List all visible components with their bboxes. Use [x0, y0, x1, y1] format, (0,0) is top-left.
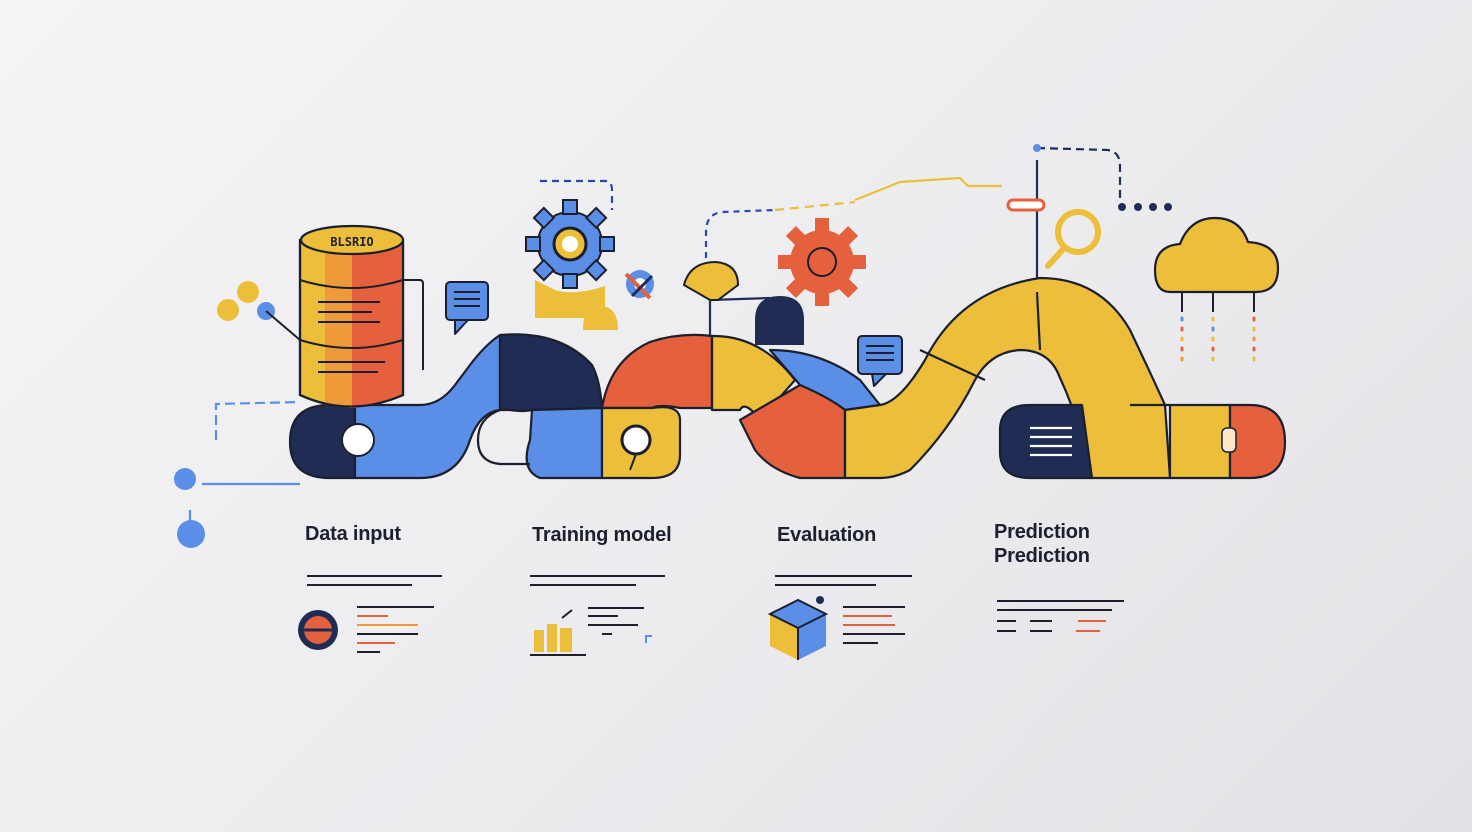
- connector-dots: [174, 144, 1172, 548]
- yellow-dome: [583, 306, 618, 330]
- stage-1-detail: [298, 575, 442, 653]
- stage-3-detail: [767, 575, 912, 660]
- stage-4-detail: [997, 600, 1124, 632]
- stage-label-training-model: Training model: [532, 524, 672, 546]
- tools-icon: [624, 270, 654, 300]
- stage-label-evaluation: Evaluation: [777, 524, 877, 546]
- database-barrel-icon: BLSRIO: [298, 224, 424, 408]
- stage-label-prediction-line-1: Prediction: [994, 521, 1090, 543]
- pipe-end-slot: [1221, 427, 1237, 453]
- red-gear-icon: [778, 218, 866, 306]
- document-lines-icon: [1030, 426, 1072, 457]
- magnifier-icon: [1045, 209, 1101, 269]
- cloud-icon: [1153, 216, 1280, 362]
- cube-icon: [767, 596, 829, 660]
- navy-dome-icon: [755, 296, 804, 345]
- chat-bubble-icon-2: [857, 335, 903, 387]
- chat-bubble-icon: [445, 281, 489, 335]
- pipeline-pipe: [288, 276, 1287, 480]
- yellow-pin-icon: [682, 260, 740, 301]
- stage-2-detail: [530, 575, 665, 656]
- stage-label-data-input: Data input: [305, 523, 401, 545]
- pill-icon: [1006, 198, 1046, 212]
- stage-label-prediction-line-2: Prediction: [994, 545, 1090, 567]
- gear-base: [535, 280, 605, 318]
- gear-badge-icon: [298, 610, 338, 650]
- barrel-label: BLSRIO: [330, 235, 373, 249]
- stage-label-prediction: Prediction Prediction: [994, 520, 1090, 568]
- pipe-hole-middle: [620, 424, 652, 456]
- bar-chart-icon: [534, 624, 572, 652]
- pipe-hole-start: [341, 423, 375, 457]
- gear-icon: [525, 199, 615, 289]
